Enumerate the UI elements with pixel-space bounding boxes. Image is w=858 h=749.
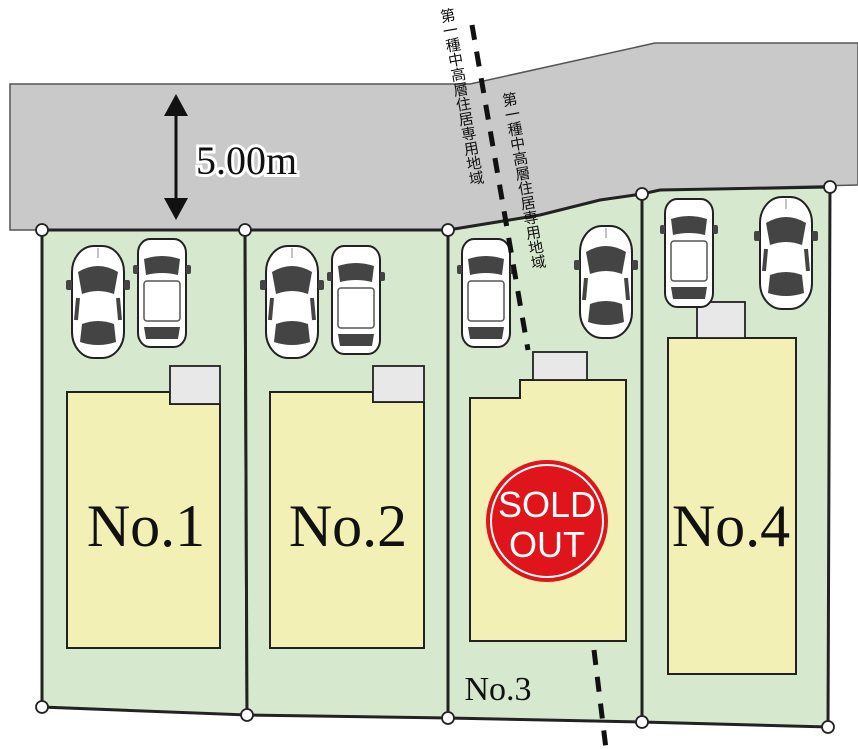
boundary-marker-icon <box>35 700 49 714</box>
suv-icon <box>132 238 192 348</box>
boundary-marker-icon <box>35 223 49 237</box>
boundary-marker-icon <box>823 180 837 194</box>
boundary-marker-icon <box>441 711 455 725</box>
boundary-marker-icon <box>821 720 835 734</box>
porch-icon <box>532 351 588 381</box>
zoning-boundary-upper <box>469 24 531 351</box>
lot-1-label: No.1 <box>87 493 205 559</box>
boundary-marker-icon <box>441 223 455 237</box>
road-width-label: 5.00m <box>196 138 297 183</box>
road-width-dimension <box>164 94 188 220</box>
boundary-marker-icon <box>635 187 649 201</box>
lot-2-label: No.2 <box>289 493 407 559</box>
porch-icon <box>696 301 746 339</box>
suv-icon <box>659 198 719 308</box>
sold-badge-line1: SOLD <box>498 484 596 525</box>
suv-icon <box>326 245 386 355</box>
lot-4-house <box>667 337 797 675</box>
sold-badge-line2: OUT <box>509 524 585 565</box>
porch-icon <box>372 365 425 403</box>
zoning-boundary-lower <box>591 649 609 749</box>
car-icon <box>752 195 820 311</box>
sold-out-badge: SOLD OUT <box>486 460 608 582</box>
car-icon <box>258 244 326 360</box>
boundary-marker-icon <box>238 223 252 237</box>
lot-4-label: No.4 <box>672 493 790 559</box>
boundary-marker-icon <box>240 708 254 722</box>
car-icon <box>572 224 640 340</box>
lot-3-label: No.3 <box>464 671 531 708</box>
suv-icon <box>456 238 516 348</box>
car-icon <box>64 244 132 360</box>
porch-icon <box>169 365 221 405</box>
boundary-marker-icon <box>635 715 649 729</box>
